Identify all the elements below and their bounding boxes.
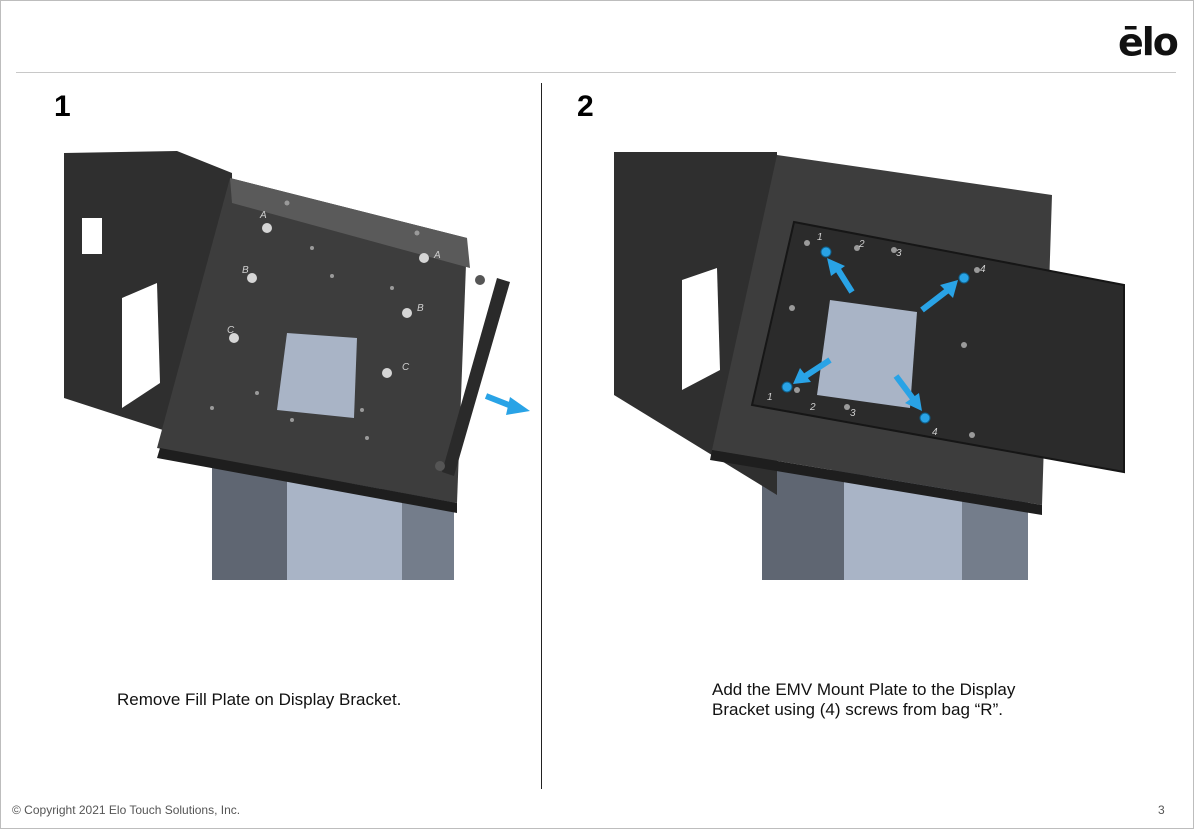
svg-text:A: A: [259, 210, 267, 221]
screw-arrow-bottom-right: [893, 374, 922, 411]
svg-text:3: 3: [896, 248, 902, 259]
svg-text:2: 2: [809, 402, 816, 413]
fill-plate: [442, 278, 510, 476]
step-1-illustration: A A B B C C: [64, 151, 530, 580]
screw-arrow-bottom-left: [793, 357, 832, 384]
svg-text:C: C: [402, 362, 410, 373]
logo-wordmark: ēlo: [1118, 20, 1179, 64]
step-2-number: 2: [577, 90, 594, 123]
screw-arrow-top-left: [827, 258, 855, 294]
elo-logo: ēlo: [1118, 12, 1179, 64]
screw-bottom-right: [919, 412, 931, 424]
plate-cutout: [277, 333, 357, 418]
svg-text:A: A: [433, 250, 441, 261]
removal-arrow: [484, 393, 530, 415]
screw-top-right: [958, 272, 970, 284]
screw-arrow-top-right: [920, 280, 958, 313]
svg-text:4: 4: [932, 427, 938, 438]
svg-text:B: B: [242, 265, 249, 276]
stand-column-face: [844, 475, 962, 580]
screw-bottom-left: [781, 381, 793, 393]
plate-cutout: [817, 300, 917, 408]
stand-column-face: [287, 478, 402, 580]
column-divider: [541, 83, 542, 789]
step-1-number: 1: [54, 90, 71, 123]
step-1-caption: Remove Fill Plate on Display Bracket.: [117, 690, 402, 709]
svg-text:3: 3: [850, 408, 856, 419]
svg-text:4: 4: [980, 264, 986, 275]
footer-copyright: © Copyright 2021 Elo Touch Solutions, In…: [12, 803, 241, 817]
header-rule: [16, 72, 1176, 73]
svg-text:B: B: [417, 303, 424, 314]
svg-text:1: 1: [817, 232, 823, 243]
svg-text:1: 1: [767, 392, 773, 403]
svg-text:2: 2: [858, 239, 865, 250]
page-number: 3: [1158, 803, 1165, 817]
svg-text:C: C: [227, 325, 235, 336]
step-2-caption: Add the EMV Mount Plate to the Display B…: [712, 680, 1016, 719]
screw-top-left: [820, 246, 832, 258]
step-2-illustration: 1 2 3 4 1 2 3 4: [614, 152, 1125, 580]
